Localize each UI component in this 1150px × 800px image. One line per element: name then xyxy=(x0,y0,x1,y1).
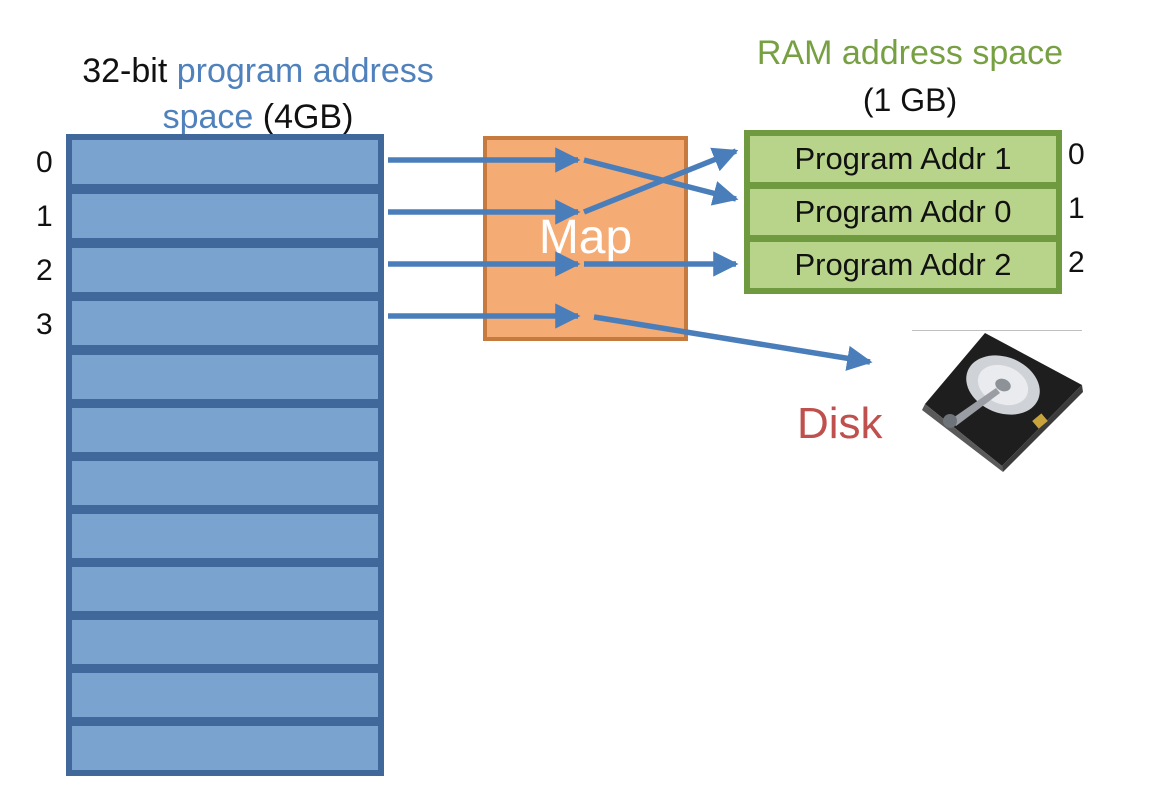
program-slot xyxy=(72,620,378,664)
program-space-title-prefix: 32-bit xyxy=(82,52,177,90)
ram-subtitle: (1 GB) xyxy=(862,82,958,118)
program-space-title: 32-bit program address space (4GB) xyxy=(38,48,478,140)
ram-index-2: 2 xyxy=(1068,246,1085,279)
program-slot xyxy=(72,301,378,345)
program-slot xyxy=(72,194,378,238)
program-slot xyxy=(72,140,378,184)
disk-label: Disk xyxy=(797,399,883,448)
program-address-space xyxy=(66,134,384,776)
arrow-map-3-to-disk xyxy=(593,314,873,371)
program-index-1: 1 xyxy=(36,200,53,233)
program-slot xyxy=(72,673,378,717)
ram-slot: Program Addr 0 xyxy=(750,189,1056,235)
map-label: Map xyxy=(538,211,633,264)
program-slot xyxy=(72,248,378,292)
arrow-map-1-to-ram-0 xyxy=(582,147,739,215)
ram-slot: Program Addr 1 xyxy=(750,136,1056,182)
ram-slot-label: Program Addr 1 xyxy=(794,141,1012,176)
program-slot xyxy=(72,726,378,770)
ram-address-space: Program Addr 1 Program Addr 0 Program Ad… xyxy=(744,130,1062,294)
program-space-title-highlight: program address xyxy=(176,52,434,90)
map-box xyxy=(483,136,688,341)
program-slot xyxy=(72,461,378,505)
program-index-0: 0 xyxy=(36,146,53,179)
ram-slot-label: Program Addr 2 xyxy=(794,247,1012,282)
disk-divider xyxy=(912,330,1082,331)
program-space-title-suffix: (4GB) xyxy=(253,98,354,136)
ram-slot: Program Addr 2 xyxy=(750,242,1056,288)
program-index-3: 3 xyxy=(36,308,53,341)
ram-title: RAM address space xyxy=(756,34,1064,72)
program-slot xyxy=(72,408,378,452)
program-slot xyxy=(72,355,378,399)
ram-index-1: 1 xyxy=(1068,192,1085,225)
ram-index-0: 0 xyxy=(1068,138,1085,171)
ram-slot-label: Program Addr 0 xyxy=(794,194,1012,229)
program-space-title-highlight-2: space xyxy=(162,98,254,136)
program-slot xyxy=(72,567,378,611)
program-index-2: 2 xyxy=(36,254,53,287)
hard-drive-icon xyxy=(922,333,1083,472)
program-slot xyxy=(72,514,378,558)
